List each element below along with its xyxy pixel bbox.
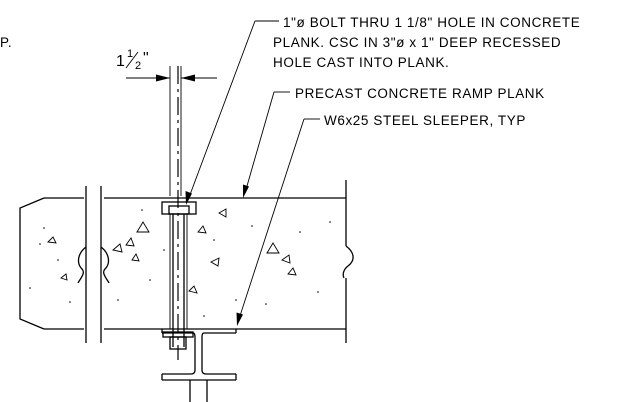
leader-sleeper-arrow	[236, 312, 243, 326]
leaders	[185, 20, 320, 326]
break-squiggle-right	[342, 245, 354, 279]
bolt-recess	[161, 201, 197, 215]
dimension-callout: 1 1 2 "	[116, 48, 217, 196]
stray-text: P.	[0, 35, 12, 50]
note-bolt-line2: PLANK. CSC IN 3"ø x 1" DEEP RECESSED	[273, 35, 561, 50]
leader-sleeper	[237, 118, 305, 323]
concrete-specks	[29, 209, 331, 317]
dim-arrow-left	[156, 74, 170, 82]
dimension-whole: 1	[116, 53, 125, 70]
dimension-inch-mark: "	[143, 50, 149, 67]
break-squiggle-b	[100, 246, 110, 284]
steel-sleeper	[161, 329, 237, 402]
note-bolt-line1: 1"ø BOLT THRU 1 1/8" HOLE IN CONCRETE	[283, 15, 580, 30]
concrete-aggregate	[47, 208, 297, 294]
note-bolt-line3: HOLE CAST INTO PLANK.	[273, 55, 449, 70]
plank-left-end	[19, 197, 45, 330]
bolt-nut-bottom	[169, 336, 187, 350]
leader-plank-arrow	[243, 184, 249, 198]
leader-plank	[244, 91, 275, 194]
notes: 1"ø BOLT THRU 1 1/8" HOLE IN CONCRETE PL…	[273, 15, 580, 128]
dimension-denominator: 2	[135, 60, 141, 72]
bolt-assembly	[161, 66, 197, 360]
dim-arrow-right	[181, 74, 195, 82]
web-right	[201, 332, 207, 375]
leader-bolt	[187, 20, 256, 201]
note-plank: PRECAST CONCRETE RAMP PLANK	[295, 86, 545, 101]
note-sleeper: W6x25 STEEL SLEEPER, TYP	[324, 113, 526, 128]
break-squiggle-a	[77, 246, 87, 284]
dimension-fraction-bar	[125, 51, 139, 69]
concrete-plank	[19, 180, 354, 343]
bolt-nut-top	[168, 205, 190, 215]
web-left	[190, 332, 196, 375]
dimension-numerator: 1	[127, 48, 133, 60]
